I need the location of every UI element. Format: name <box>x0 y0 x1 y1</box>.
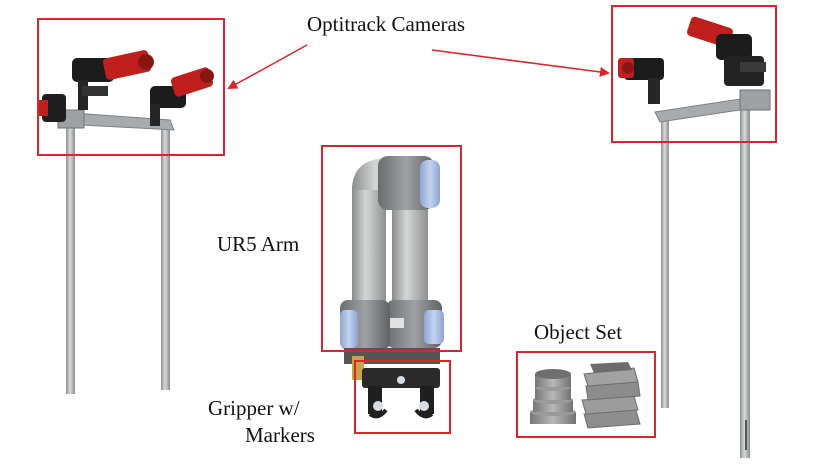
stacked-cylinders <box>530 369 576 424</box>
gripper-marker <box>397 376 405 384</box>
left-pole-front <box>66 118 75 394</box>
right-camera-b <box>687 16 766 86</box>
right-pole-front <box>740 100 750 458</box>
right-pole-back <box>661 118 669 408</box>
arm-lower-link <box>392 200 428 316</box>
arm-callout-box <box>321 145 462 352</box>
left-pole-back <box>161 128 170 390</box>
object-set <box>530 362 641 429</box>
object-set-callout-box <box>516 351 656 438</box>
gripper <box>362 368 440 419</box>
ur5-arm-label: UR5 Arm <box>217 232 300 256</box>
left-camera-c <box>38 94 66 122</box>
arrow-to-left-cameras <box>227 44 308 89</box>
gripper-callout-box <box>354 360 451 434</box>
right-camera-a <box>618 58 664 104</box>
gripper-label-line2: Markers <box>245 423 315 447</box>
left-camera-a <box>72 50 154 110</box>
stacked-boxes <box>581 362 641 429</box>
left-cameras-callout-box <box>37 18 225 156</box>
left-camera-stand <box>57 109 175 394</box>
gripper-marker <box>419 401 429 411</box>
right-cameras-callout-box <box>611 5 777 143</box>
right-camera-stand <box>654 89 771 458</box>
object-set-label: Object Set <box>534 320 623 344</box>
gripper-label-line1: Gripper w/ <box>208 396 300 420</box>
left-camera-b <box>150 67 214 126</box>
arm-upper-link <box>352 186 386 316</box>
arrow-to-right-cameras <box>431 49 610 77</box>
gripper-marker <box>373 401 383 411</box>
optitrack-cameras-label: Optitrack Cameras <box>307 12 466 36</box>
ur5-arm <box>340 156 444 380</box>
